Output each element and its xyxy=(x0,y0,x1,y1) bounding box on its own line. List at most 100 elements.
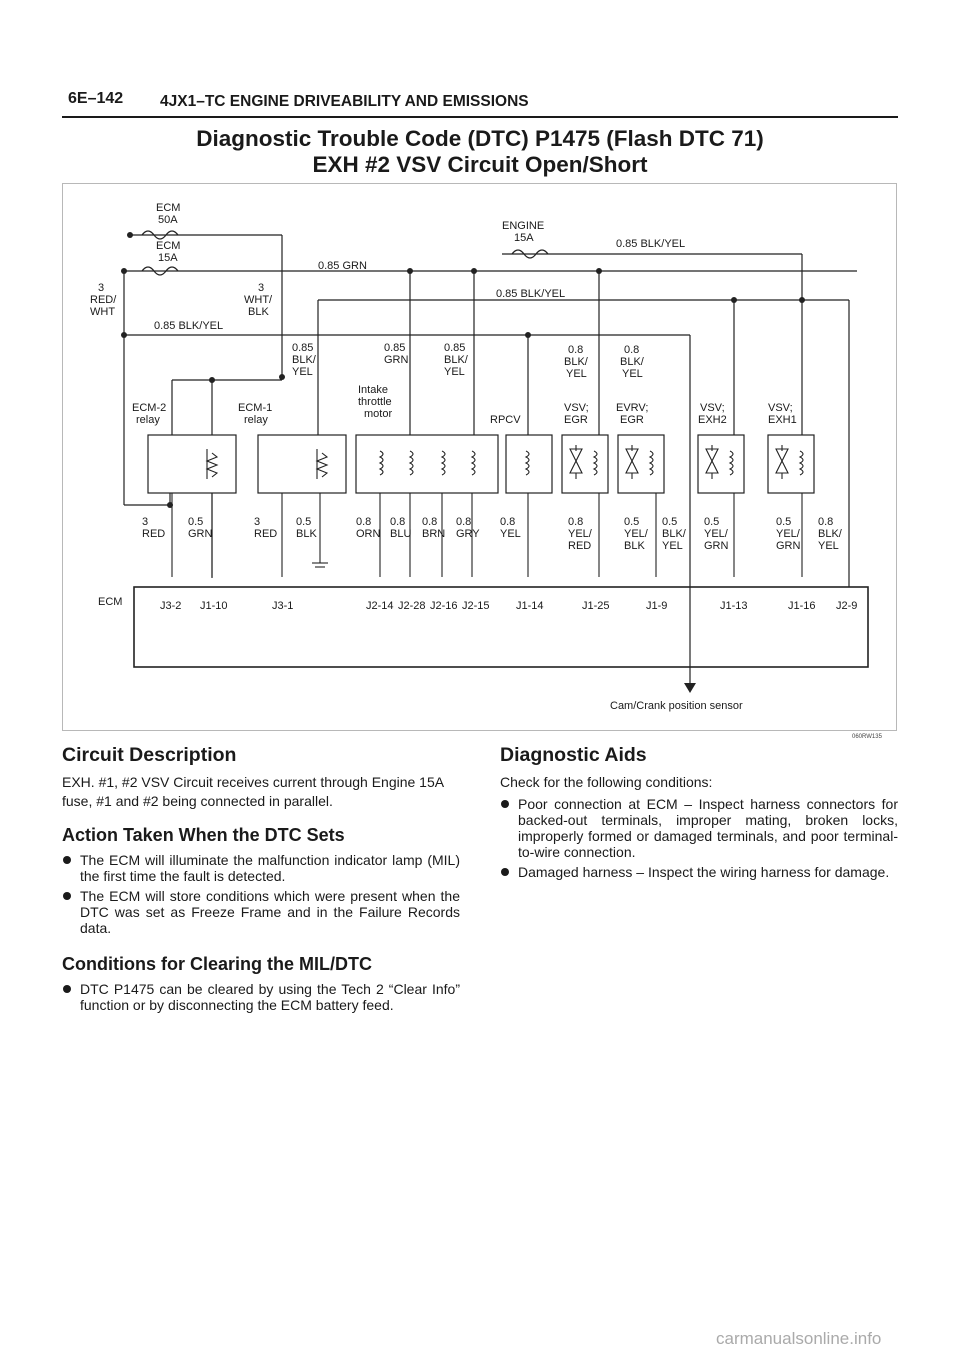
ecm-wires xyxy=(171,493,803,577)
vsv-egr-label-1: VSV; xyxy=(564,402,589,414)
ecm1-relay-label-2: relay xyxy=(244,414,268,426)
vsv-exh2-label-1: VSV; xyxy=(700,402,725,414)
action-taken-heading: Action Taken When the DTC Sets xyxy=(62,825,345,845)
bottom-wire-label: BLU xyxy=(390,528,411,540)
section-title: 4JX1–TC ENGINE DRIVEABILITY AND EMISSION… xyxy=(160,93,529,110)
wire-c-1: 0.85 xyxy=(444,342,465,354)
list-item: Damaged harness – Inspect the wiring har… xyxy=(500,864,898,880)
bottom-wire-label: 0.8 xyxy=(568,516,583,528)
ecm-pin-label: J1-16 xyxy=(788,600,816,612)
list-item: Poor connection at ECM – Inspect harness… xyxy=(500,796,898,860)
bottom-wire-label: 0.8 xyxy=(456,516,471,528)
bottom-wire-label: GRY xyxy=(456,528,480,540)
bottom-wire-label: RED xyxy=(254,528,277,540)
fuse-ecm15-icon xyxy=(141,266,179,276)
wire-d-2: BLK/ xyxy=(564,356,589,368)
ecm2-relay-box xyxy=(147,434,237,494)
component-boxes xyxy=(147,434,815,494)
fuse-ecm50-label-1: ECM xyxy=(156,202,180,214)
ecm2-relay-label-1: ECM-2 xyxy=(132,402,166,414)
bottom-wire-label: 0.8 xyxy=(818,516,833,528)
itm-label-1: Intake xyxy=(358,384,388,396)
list-item: The ECM will store conditions which were… xyxy=(62,888,460,936)
figure-id: 060RW135 xyxy=(852,734,882,740)
vsv-exh1-label-1: VSV; xyxy=(768,402,793,414)
vsv-egr-label-2: EGR xyxy=(564,414,588,426)
evrv-egr-box xyxy=(617,434,665,494)
wire-label-blkyel-top: 0.85 BLK/YEL xyxy=(616,238,685,250)
wire-d-1: 0.8 xyxy=(568,344,583,356)
ecm2-relay-label-2: relay xyxy=(136,414,160,426)
bottom-wire-label: BLK/ xyxy=(818,528,843,540)
bottom-wire-label: YEL/ xyxy=(624,528,649,540)
wire-wht-blk-2: WHT/ xyxy=(244,294,273,306)
bottom-wire-label: 0.8 xyxy=(390,516,405,528)
wire-b-1: 0.85 xyxy=(384,342,405,354)
ecm1-relay-box xyxy=(257,434,347,494)
wiring-diagram: ECM 50A ECM 15A ENGINE 15A 0.85 BLK/YEL … xyxy=(62,183,897,731)
page-number: 6E–142 xyxy=(68,90,124,107)
bottom-wire-label: BLK xyxy=(296,528,317,540)
coil-symbols xyxy=(205,445,804,479)
vsv-exh1-label-2: EXH1 xyxy=(768,414,797,426)
fuse-ecm50-icon xyxy=(141,230,179,240)
itm-label-2: throttle xyxy=(358,396,392,408)
vsv-exh2-label-2: EXH2 xyxy=(698,414,727,426)
sensor-label: Cam/Crank position sensor xyxy=(610,700,743,712)
bottom-wire-label: 3 xyxy=(142,516,148,528)
wire-a-1: 0.85 xyxy=(292,342,313,354)
ecm-label: ECM xyxy=(98,596,122,608)
fuse-ecm50-label-2: 50A xyxy=(158,214,178,226)
action-taken-list: The ECM will illuminate the malfunction … xyxy=(62,852,460,936)
page-title: Diagnostic Trouble Code (DTC) P1475 (Fla… xyxy=(196,126,764,151)
wire-red-wht-3: WHT xyxy=(90,306,115,318)
diagnostic-aids-list: Poor connection at ECM – Inspect harness… xyxy=(500,796,898,880)
bottom-wire-label: 0.8 xyxy=(500,516,515,528)
fuse-icons xyxy=(141,230,549,276)
circuit-description-text: EXH. #1, #2 VSV Circuit receives current… xyxy=(62,774,444,809)
bottom-wire-label: RED xyxy=(142,528,165,540)
ecm-pin-label: J1-25 xyxy=(582,600,610,612)
wire-red-wht-2: RED/ xyxy=(90,294,117,306)
fuse-engine15-label-2: 15A xyxy=(514,232,534,244)
bullet-icon xyxy=(501,800,509,808)
wire-label-blkyel-left: 0.85 BLK/YEL xyxy=(154,320,223,332)
wire-c-3: YEL xyxy=(444,366,465,378)
sensor-arrow-icon xyxy=(684,683,696,693)
vsv-exh1-box xyxy=(767,434,815,494)
wire-e-2: BLK/ xyxy=(620,356,645,368)
wire-e-3: YEL xyxy=(622,368,643,380)
bottom-wire-label: RED xyxy=(568,540,591,552)
wire-a-2: BLK/ xyxy=(292,354,317,366)
ecm-pin-label: J1-14 xyxy=(516,600,544,612)
ecm-pin-label: J2-9 xyxy=(836,600,857,612)
bottom-wire-label: ORN xyxy=(356,528,381,540)
ecm-pin-label: J1-10 xyxy=(200,600,228,612)
wire-e-1: 0.8 xyxy=(624,344,639,356)
bottom-wire-label: YEL/ xyxy=(704,528,729,540)
vsv-egr-box xyxy=(561,434,609,494)
bottom-wire-label: BLK/ xyxy=(662,528,687,540)
evrv-egr-label-2: EGR xyxy=(620,414,644,426)
vsv-exh2-box xyxy=(697,434,745,494)
ecm-pin-label: J3-2 xyxy=(160,600,181,612)
watermark: carmanualsonline.info xyxy=(716,1329,882,1348)
wire-wht-blk-3: BLK xyxy=(248,306,269,318)
bottom-wire-label: YEL xyxy=(818,540,839,552)
ecm1-relay-label-1: ECM-1 xyxy=(238,402,272,414)
fuse-ecm15-label-1: ECM xyxy=(156,240,180,252)
bottom-wire-label: YEL/ xyxy=(776,528,801,540)
wire-a-3: YEL xyxy=(292,366,313,378)
bottom-wire-label: GRN xyxy=(188,528,213,540)
bottom-wire-label: BRN xyxy=(422,528,445,540)
header-rule xyxy=(62,116,898,118)
conditions-clearing-list: DTC P1475 can be cleared by using the Te… xyxy=(62,981,460,1013)
junction-dots xyxy=(121,232,805,508)
bottom-wire-label: 0.5 xyxy=(624,516,639,528)
bottom-wire-label: YEL/ xyxy=(568,528,593,540)
intake-throttle-motor-box xyxy=(355,434,499,494)
bottom-wire-label: 0.5 xyxy=(704,516,719,528)
wiring xyxy=(123,234,857,685)
bottom-wire-label: 0.5 xyxy=(188,516,203,528)
wire-wht-blk-1: 3 xyxy=(258,282,264,294)
